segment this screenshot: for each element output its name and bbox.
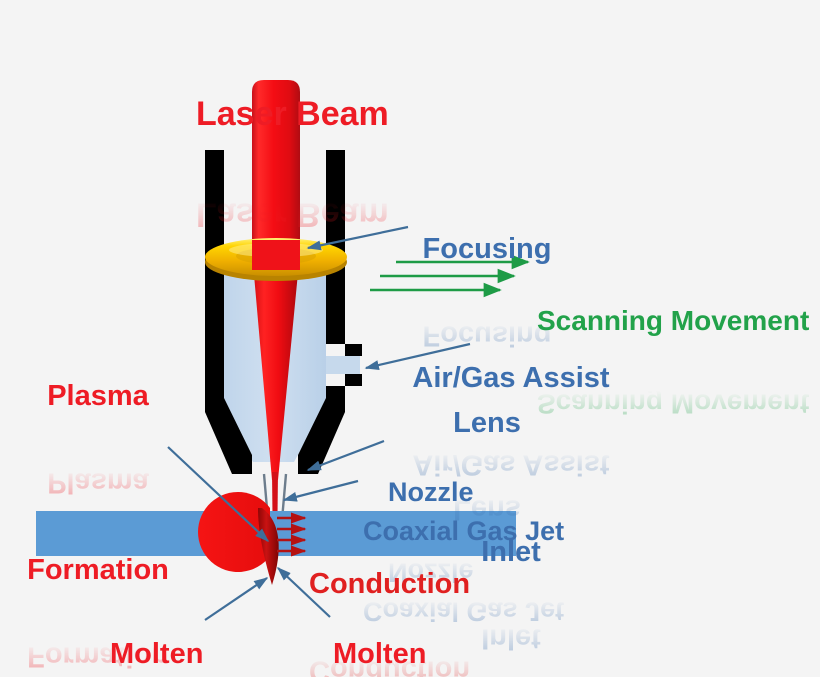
conduction-arrows (277, 512, 307, 557)
coaxial-gas-jet-label: Coaxial Gas Jet Coaxial Gas Jet (363, 516, 565, 627)
leader-molten-ejection (204, 577, 269, 621)
molten-layer-shape (258, 508, 279, 585)
conduction-label: Conduction Conduction (309, 568, 471, 677)
scanning-movement-label: Scanning Movement Scanning Movement (537, 305, 810, 420)
leader-lines (167, 225, 471, 621)
leader-air-gas (364, 342, 471, 370)
leader-plasma (167, 446, 270, 542)
molten-layer-label: Molten Molten Layer Layer (333, 638, 427, 671)
leader-molten-layer (276, 567, 331, 618)
air-gas-assist-inlet-label: Air/Gas Assist Air/Gas Assist Inlet Inle… (412, 362, 610, 655)
leader-focusing-lens (306, 225, 409, 251)
focusing-lens-label: Focusing Focusing Lens Lens (422, 233, 552, 526)
leader-nozzle (306, 439, 385, 472)
laser-beam-label: Laser Beam Laser Beam (196, 95, 389, 234)
molten-pool (198, 492, 279, 585)
plasma-formation-label: Plasma Plasma Formation Formation & & Ev… (27, 380, 169, 673)
nozzle-label: Nozzle Nozzle (388, 477, 474, 588)
molten-ejection-label: Molten Molten Ejection Ejection (110, 638, 204, 671)
scanning-arrows (370, 254, 530, 298)
leader-coaxial-gas-jet (282, 479, 359, 502)
